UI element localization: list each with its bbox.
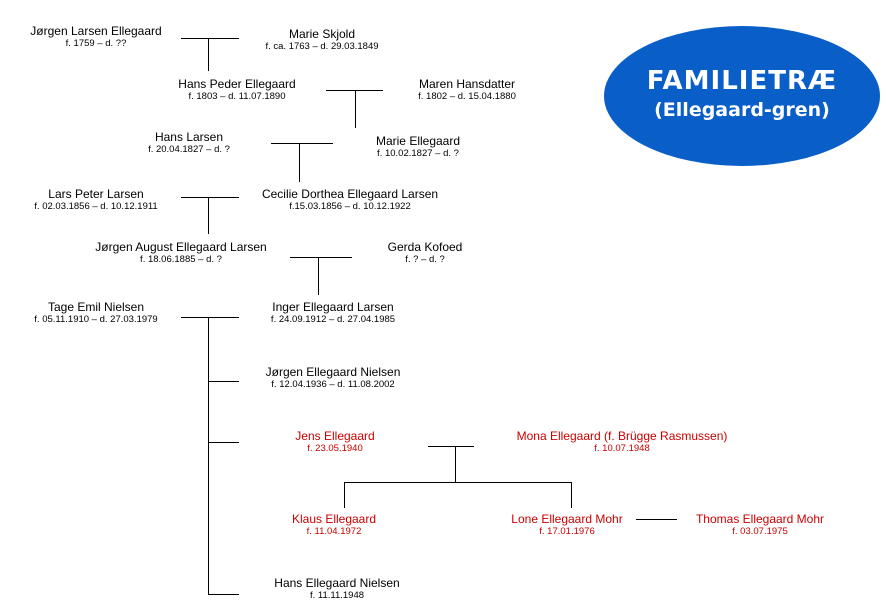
person-dates: f. 11.04.1972 [306,526,362,537]
person-dates: f. 05.11.1910 – d. 27.03.1979 [34,314,158,325]
person-hans-larsen: Hans Larsen f. 20.04.1827 – d. ? [148,130,230,156]
person-name: Hans Ellegaard Nielsen [274,576,400,590]
person-thomas-ellegaard-mohr: Thomas Ellegaard Mohr f. 03.07.1975 [696,512,824,538]
person-name: Tage Emil Nielsen [47,300,145,314]
person-name: Gerda Kofoed [387,240,463,254]
person-name: Cecilie Dorthea Ellegaard Larsen [261,187,439,201]
person-gerda-kofoed: Gerda Kofoed f. ? – d. ? [388,240,463,266]
person-dates: f. 18.06.1885 – d. ? [140,254,222,265]
person-dates: f. 1802 – d. 15.04.1880 [418,91,516,102]
person-dates: f. 17.01.1976 [539,526,595,537]
person-name: Thomas Ellegaard Mohr [695,512,825,526]
person-name: Jørgen Ellegaard Nielsen [265,365,401,379]
person-dates: f. 1803 – d. 11.07.1890 [188,91,286,102]
person-klaus-ellegaard: Klaus Ellegaard f. 11.04.1972 [292,512,376,538]
person-jorgen-august-ellegaard-larsen: Jørgen August Ellegaard Larsen f. 18.06.… [95,240,266,266]
person-jorgen-larsen-ellegaard: Jørgen Larsen Ellegaard f. 1759 – d. ?? [30,24,161,50]
person-name: Jens Ellegaard [295,429,375,443]
person-name: Mona Ellegaard (f. Brügge Rasmussen) [516,429,728,443]
person-name: Jørgen Larsen Ellegaard [30,24,162,38]
person-name: Marie Skjold [288,27,356,41]
person-name: Jørgen August Ellegaard Larsen [95,240,267,254]
person-hans-ellegaard-nielsen: Hans Ellegaard Nielsen f. 11.11.1948 [274,576,399,602]
person-dates: f. 24.09.1912 – d. 27.04.1985 [270,314,396,325]
person-tage-emil-nielsen: Tage Emil Nielsen f. 05.11.1910 – d. 27.… [34,300,157,326]
person-name: Inger Ellegaard Larsen [272,300,394,314]
person-dates: f. 12.04.1936 – d. 11.08.2002 [271,379,395,390]
person-cecilie-dorthea-ellegaard-larsen: Cecilie Dorthea Ellegaard Larsen f.15.03… [262,187,438,213]
person-dates: f.15.03.1856 – d. 10.12.1922 [289,201,411,212]
person-dates: f. 10.07.1948 [594,443,650,454]
person-name: Hans Larsen [154,130,224,144]
person-dates: f. ? – d. ? [405,254,445,265]
person-dates: f. 03.07.1975 [732,526,788,537]
family-tree-title-badge: FAMILIETRÆ (Ellegaard-gren) [604,26,880,166]
person-dates: f. ca. 1763 – d. 29.03.1849 [265,41,379,52]
person-name: Marie Ellegaard [375,134,461,148]
person-name: Maren Hansdatter [418,77,516,91]
person-marie-skjold: Marie Skjold f. ca. 1763 – d. 29.03.1849 [265,27,378,53]
person-inger-ellegaard-larsen: Inger Ellegaard Larsen f. 24.09.1912 – d… [271,300,395,326]
person-lone-ellegaard-mohr: Lone Ellegaard Mohr f. 17.01.1976 [511,512,622,538]
person-name: Lone Ellegaard Mohr [511,512,623,526]
person-name: Hans Peder Ellegaard [178,77,296,91]
person-dates: f. 20.04.1827 – d. ? [148,144,230,155]
person-maren-hansdatter: Maren Hansdatter f. 1802 – d. 15.04.1880 [418,77,516,103]
title-subtitle: (Ellegaard-gren) [654,99,830,121]
person-dates: f. 23.05.1940 [307,443,363,454]
title-main: FAMILIETRÆ [646,66,838,96]
person-name: Klaus Ellegaard [291,512,377,526]
person-hans-peder-ellegaard: Hans Peder Ellegaard f. 1803 – d. 11.07.… [178,77,295,103]
person-jens-ellegaard: Jens Ellegaard f. 23.05.1940 [295,429,374,455]
person-name: Lars Peter Larsen [48,187,144,201]
person-marie-ellegaard: Marie Ellegaard f. 10.02.1827 – d. ? [376,134,460,160]
person-dates: f. 11.11.1948 [309,590,365,601]
person-dates: f. 02.03.1856 – d. 10.12.1911 [34,201,158,212]
person-dates: f. 10.02.1827 – d. ? [377,148,459,159]
person-lars-peter-larsen: Lars Peter Larsen f. 02.03.1856 – d. 10.… [34,187,157,213]
person-dates: f. 1759 – d. ?? [65,38,127,49]
person-jorgen-ellegaard-nielsen: Jørgen Ellegaard Nielsen f. 12.04.1936 –… [266,365,401,391]
person-mona-ellegaard: Mona Ellegaard (f. Brügge Rasmussen) f. … [517,429,728,455]
